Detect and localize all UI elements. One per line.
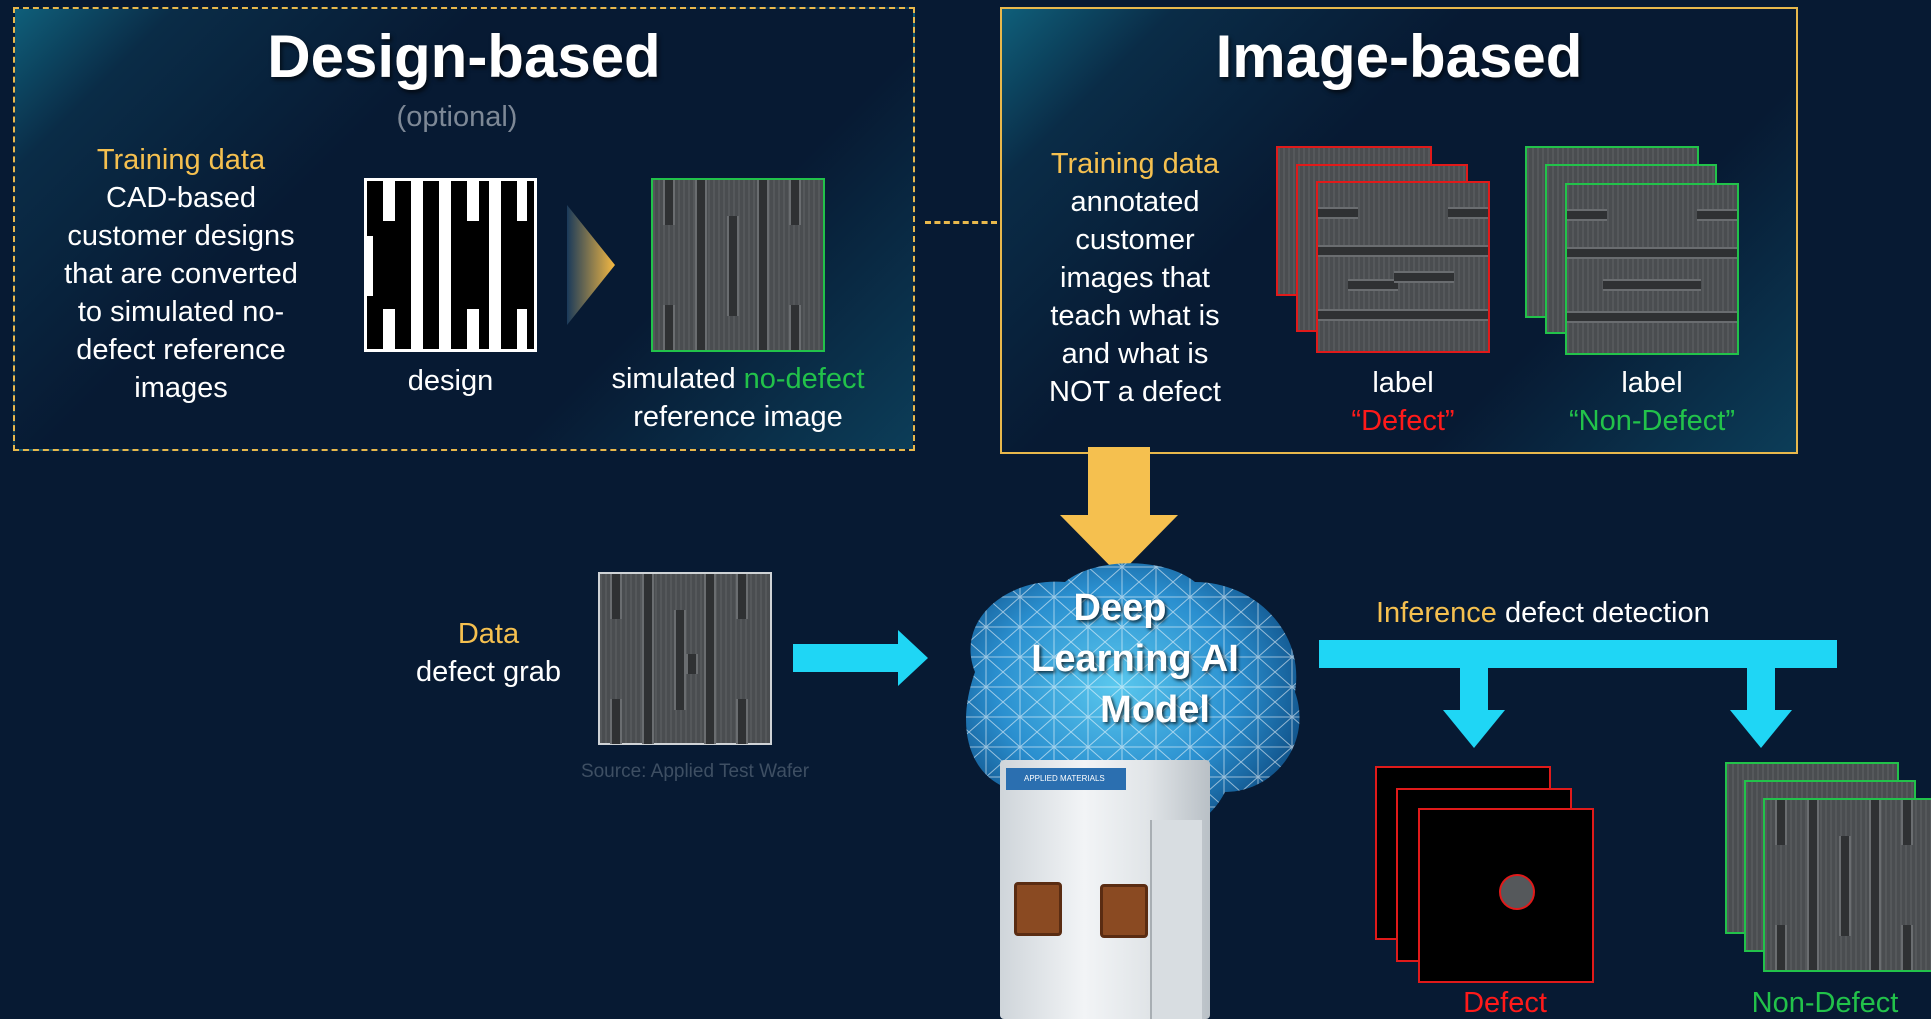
- sem-line: [1567, 209, 1607, 221]
- chevron-right-icon: [567, 205, 615, 325]
- sem-line: [789, 180, 801, 225]
- sem-line: [1318, 245, 1488, 257]
- tool-side-panel: [1150, 820, 1202, 1019]
- sem-line: [1775, 925, 1787, 970]
- image-training-line: NOT a defect: [1049, 376, 1221, 408]
- inference-heading: Inference defect detection: [1376, 594, 1710, 632]
- design-caption: design: [407, 365, 494, 397]
- simulated-caption-highlight: no-defect: [743, 363, 865, 395]
- sem-line: [674, 610, 686, 710]
- defect-marker-icon: [1499, 874, 1535, 910]
- model-title-line: Deep: [1073, 587, 1167, 629]
- nondefect-image-front: [1565, 183, 1739, 355]
- data-label: Data: [457, 618, 520, 650]
- design-training-line: CAD-based: [106, 182, 256, 214]
- cad-design-image: [364, 178, 537, 352]
- inspection-tool-image: APPLIED MATERIALS: [1000, 760, 1220, 1019]
- sem-line: [1807, 800, 1819, 970]
- sem-line: [695, 180, 707, 350]
- design-training-line: defect reference: [76, 334, 286, 366]
- tool-brand-label: APPLIED MATERIALS: [1024, 774, 1105, 783]
- sem-line: [1318, 309, 1488, 321]
- design-training-line: to simulated no-: [77, 296, 285, 328]
- model-title: Deep Learning AI Model: [985, 583, 1285, 736]
- simulated-reference-image: [651, 178, 825, 352]
- design-based-title: Design-based: [267, 23, 661, 90]
- sem-line: [1348, 279, 1398, 291]
- sem-line: [757, 180, 769, 350]
- sem-line: [727, 216, 739, 316]
- design-based-subtitle: (optional): [396, 101, 518, 133]
- arrow-right-icon: [793, 630, 928, 686]
- defect-grab-image: [598, 572, 772, 745]
- image-training-line: images that: [1060, 262, 1210, 294]
- sem-line: [1869, 800, 1881, 970]
- defect-output-front: [1418, 808, 1594, 983]
- sem-line: [736, 699, 748, 744]
- image-based-title: Image-based: [1215, 23, 1583, 90]
- image-training-line: teach what is: [1050, 300, 1220, 332]
- image-training-label: Training data: [1050, 148, 1220, 180]
- sem-line: [1318, 207, 1358, 219]
- nondefect-output-front: [1763, 798, 1931, 972]
- simulated-caption-prefix: simulated: [611, 363, 744, 395]
- simulated-caption-line2: reference image: [633, 401, 843, 433]
- image-training-text: annotated customer images that teach wha…: [1030, 183, 1240, 411]
- source-caption: Source: Applied Test Wafer: [580, 761, 810, 782]
- sem-line: [1567, 247, 1737, 259]
- defect-image-front: [1316, 181, 1490, 353]
- nondefect-label-value: “Non-Defect”: [1569, 405, 1735, 437]
- sem-line: [663, 180, 675, 225]
- design-training-line: that are converted: [64, 258, 298, 290]
- sem-line: [663, 305, 675, 350]
- sem-line: [736, 574, 748, 619]
- sem-line: [1901, 800, 1913, 845]
- sem-line: [1901, 925, 1913, 970]
- tool-load-port: [1100, 884, 1148, 938]
- sem-line: [1567, 311, 1737, 323]
- design-training-line: images: [134, 372, 228, 404]
- nondefect-output-label: Non-Defect: [1751, 987, 1899, 1019]
- cad-pattern-graphic: [367, 181, 527, 349]
- sem-line: [1603, 279, 1701, 291]
- model-title-line: Learning AI: [1031, 638, 1239, 680]
- tool-load-port: [1014, 882, 1062, 936]
- defect-label-value: “Defect”: [1351, 405, 1455, 437]
- inference-text: defect detection: [1496, 597, 1710, 629]
- image-training-line: customer: [1075, 224, 1195, 256]
- model-title-line: Model: [1100, 689, 1210, 731]
- panel-connector-line: [925, 221, 997, 224]
- sem-line: [610, 574, 622, 619]
- sem-line: [642, 574, 654, 744]
- sem-line: [1697, 209, 1737, 221]
- defect-label: label: [1372, 367, 1434, 399]
- nondefect-label: label: [1621, 367, 1683, 399]
- sem-line: [704, 574, 716, 744]
- inference-branch-arrow: [1319, 640, 1837, 748]
- data-text: defect grab: [415, 656, 562, 688]
- design-training-label: Training data: [96, 144, 266, 176]
- sem-line: [1775, 800, 1787, 845]
- design-training-text: CAD-based customer designs that are conv…: [40, 179, 322, 407]
- sem-line: [610, 699, 622, 744]
- image-training-line: and what is: [1061, 338, 1209, 370]
- design-training-line: customer designs: [67, 220, 295, 252]
- defect-output-label: Defect: [1463, 987, 1547, 1019]
- sem-line: [1394, 271, 1454, 283]
- tool-brand-bar: APPLIED MATERIALS: [1006, 768, 1126, 790]
- arrow-down-icon: [1060, 447, 1178, 575]
- sem-line: [789, 305, 801, 350]
- sem-line: [1839, 836, 1851, 936]
- sem-defect-mark: [686, 654, 698, 674]
- sem-line: [1448, 207, 1488, 219]
- image-training-line: annotated: [1070, 186, 1200, 218]
- simulated-caption-line1: simulated no-defect: [586, 360, 890, 398]
- inference-label: Inference: [1376, 597, 1497, 629]
